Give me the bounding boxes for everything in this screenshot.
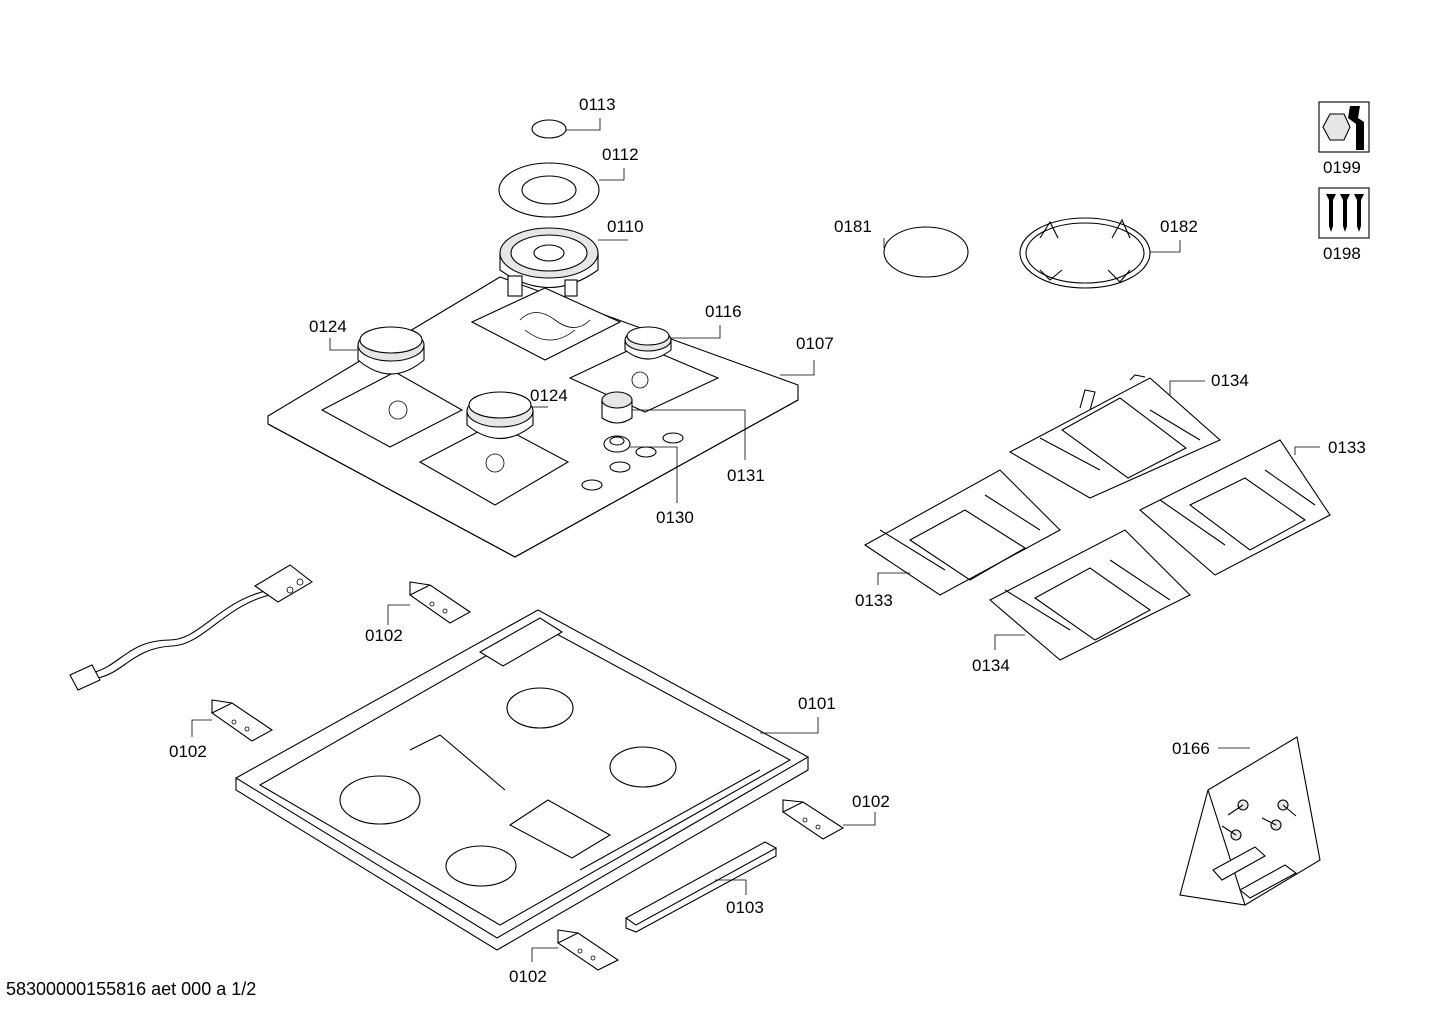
- callout-0134-bottom: 0134: [972, 656, 1010, 675]
- burner-cap-small: [531, 119, 567, 139]
- tool-wrench-icon: [1318, 101, 1370, 153]
- callout-0166: 0166: [1172, 739, 1210, 758]
- callout-0113: 0113: [579, 95, 616, 114]
- base-tray: [234, 609, 810, 951]
- callout-0101: 0101: [798, 694, 836, 713]
- flame-spreader-ring: [498, 162, 600, 218]
- document-reference: 58300000155816 aet 000 a 1/2: [6, 979, 257, 999]
- burner-cap-front: [466, 391, 534, 439]
- callout-0134-top: 0134: [1211, 371, 1249, 390]
- pan-support-grids: [863, 374, 1331, 661]
- screw-icon: [1221, 799, 1297, 841]
- callout-0102-left: 0102: [169, 742, 207, 761]
- callout-0133-left: 0133: [855, 591, 893, 610]
- power-cord: [69, 564, 313, 691]
- callout-0102-right: 0102: [852, 792, 890, 811]
- leader-lines: [191, 118, 1320, 962]
- fixing-clamp-right: [781, 799, 845, 840]
- accessory-bag: [1179, 736, 1321, 906]
- callout-0110: 0110: [607, 217, 644, 236]
- callout-0102-top: 0102: [365, 626, 403, 645]
- callout-0199: 0199: [1323, 158, 1361, 177]
- fixing-clamp-top: [408, 581, 472, 624]
- callout-0181: 0181: [834, 217, 872, 236]
- control-knob: [601, 391, 633, 424]
- callout-0131: 0131: [727, 466, 765, 485]
- callout-0130: 0130: [656, 508, 694, 527]
- burner-cap-spare: [883, 226, 969, 278]
- callout-0116: 0116: [705, 302, 742, 321]
- wok-burner-body: [499, 227, 599, 297]
- wok-support-ring: [1019, 217, 1151, 289]
- trim-strip: [624, 841, 778, 933]
- knob-bezel: [603, 435, 631, 453]
- callout-0133-right: 0133: [1328, 438, 1366, 457]
- callout-0102-bottom: 0102: [509, 967, 547, 986]
- callout-0107: 0107: [796, 334, 834, 353]
- callout-0198: 0198: [1323, 244, 1361, 263]
- callout-0124-left: 0124: [309, 317, 347, 336]
- fixing-clamp-bottom: [556, 929, 620, 971]
- callout-0112: 0112: [602, 145, 639, 164]
- callout-0103: 0103: [726, 898, 764, 917]
- burner-cap-left: [357, 326, 425, 375]
- burner-cap-small-right: [624, 326, 672, 360]
- screw-set-icon: [1318, 187, 1370, 239]
- callout-0182: 0182: [1160, 217, 1198, 236]
- fixing-clamp-left: [210, 699, 274, 742]
- callout-0124-front: 0124: [530, 386, 568, 405]
